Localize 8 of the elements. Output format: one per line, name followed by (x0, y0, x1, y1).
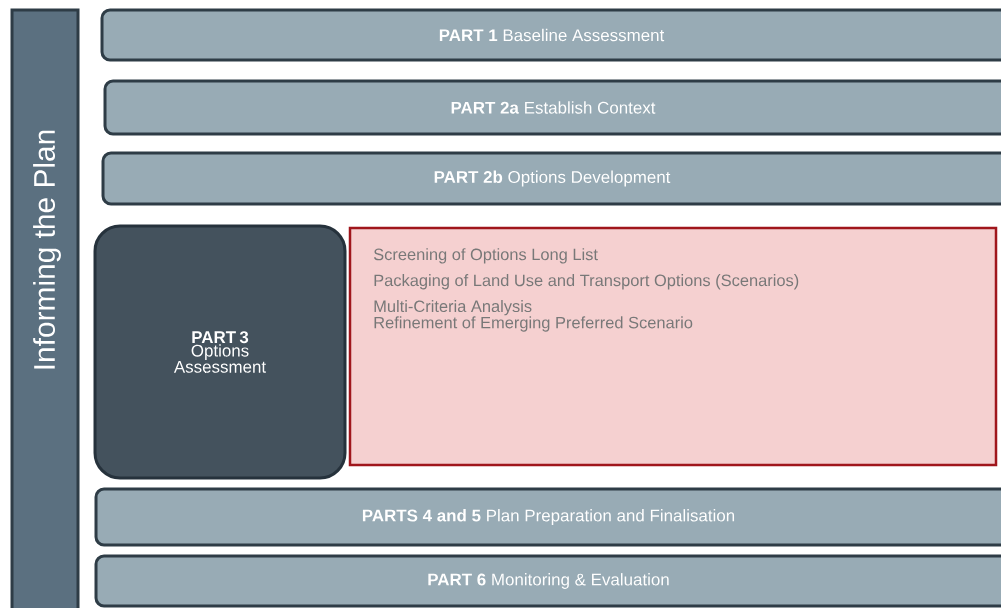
stage-block: PART 3 Options Assessment (93, 224, 347, 480)
task-list-box: Screening of Options Long List Packaging of Land Use and Transport Options (Scenarios) Multi-Criteria Analysis Refinement of Emerging Preferred Scenario (348, 226, 998, 467)
stage-bar: PART 2a Establish Context (103, 79, 1001, 136)
stage-bar: PART 6 Monitoring & Evaluation (94, 554, 1001, 608)
stage-bar: PART 2b Options Development (101, 151, 1001, 206)
vertical-band: Informing the Plan (10, 8, 80, 608)
stage-bar: PART 1 Baseline Assessment (100, 8, 1001, 62)
stage-bar: PARTS 4 and 5 Plan Preparation and Finalisation (94, 487, 1001, 547)
